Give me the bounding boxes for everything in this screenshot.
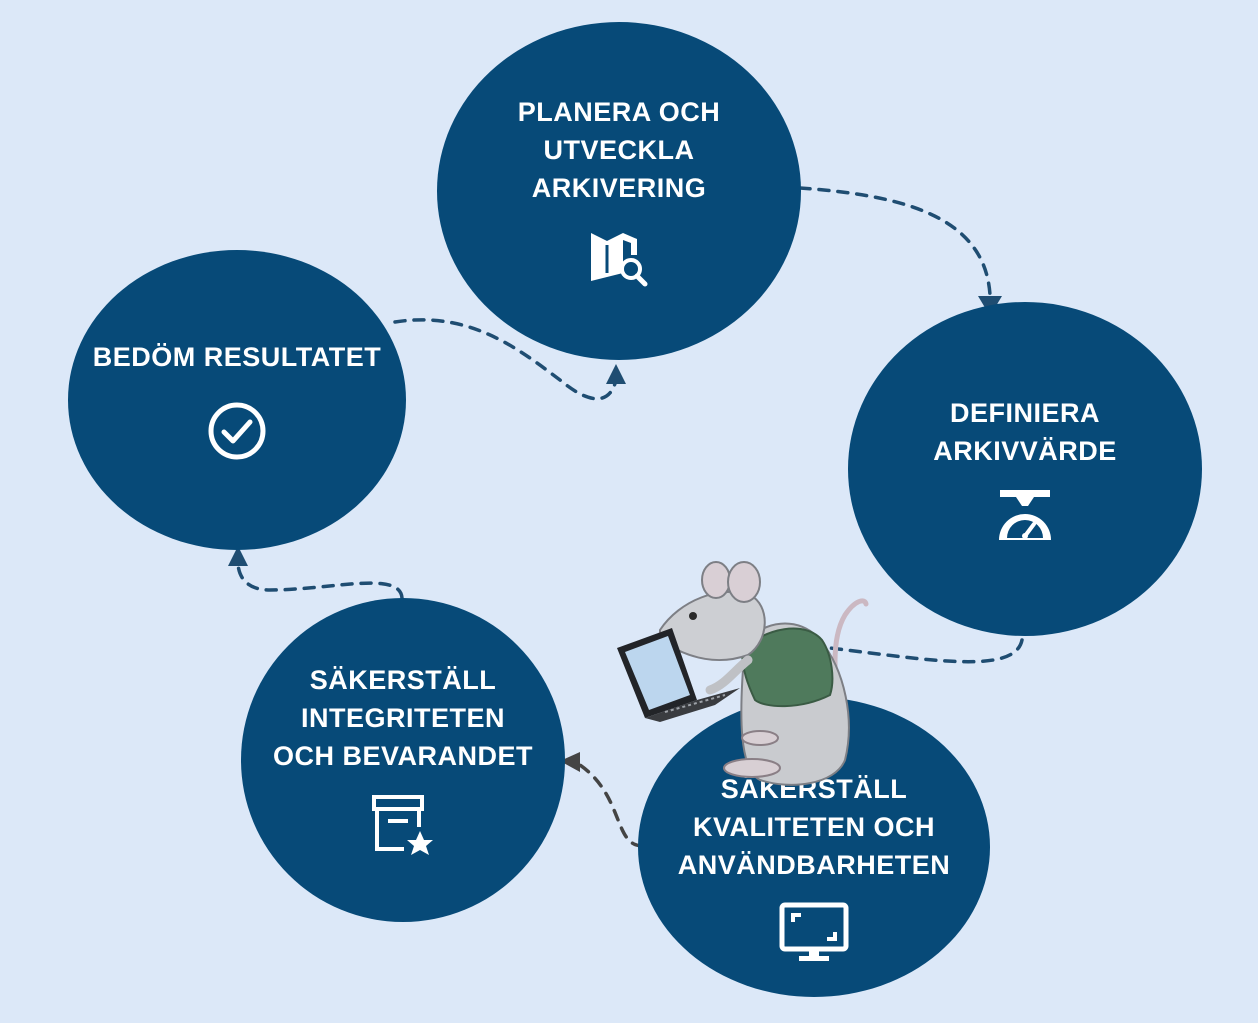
step-integrity: SÄKERSTÄLL INTEGRITETEN OCH BEVARANDET — [241, 598, 565, 922]
arrowhead-assess-to-plan — [606, 364, 626, 384]
map-search-icon — [591, 233, 648, 287]
connector-quality-to-integrity — [570, 758, 644, 848]
step-integrity-label: SÄKERSTÄLL INTEGRITETEN OCH BEVARANDET — [272, 665, 533, 771]
check-circle-icon — [208, 402, 266, 460]
step-define-label: DEFINIERA ARKIVVÄRDE — [933, 398, 1117, 466]
step-define: DEFINIERA ARKIVVÄRDE — [848, 302, 1202, 636]
scale-gauge-icon — [999, 490, 1051, 540]
step-assess: BEDÖM RESULTATET — [68, 250, 406, 550]
arrowhead-integrity-to-assess — [228, 546, 248, 566]
step-plan-label: PLANERA OCH UTVECKLA ARKIVERING — [517, 97, 721, 203]
connector-integrity-to-assess — [236, 560, 404, 600]
connector-define-to-quality — [828, 638, 1024, 664]
step-assess-label: BEDÖM RESULTATET — [92, 342, 382, 372]
monitor-icon — [779, 902, 849, 961]
arrowhead-quality-to-integrity — [560, 752, 580, 772]
archive-star-icon — [372, 795, 433, 855]
step-plan: PLANERA OCH UTVECKLA ARKIVERING — [437, 22, 801, 360]
step-quality-label: SÄKERSTÄLL KVALITETEN OCH ANVÄNDBARHETEN — [677, 774, 951, 880]
step-quality: SÄKERSTÄLL KVALITETEN OCH ANVÄNDBARHETEN — [638, 697, 990, 997]
connector-assess-to-plan — [393, 318, 618, 401]
connector-plan-to-define — [798, 186, 992, 297]
